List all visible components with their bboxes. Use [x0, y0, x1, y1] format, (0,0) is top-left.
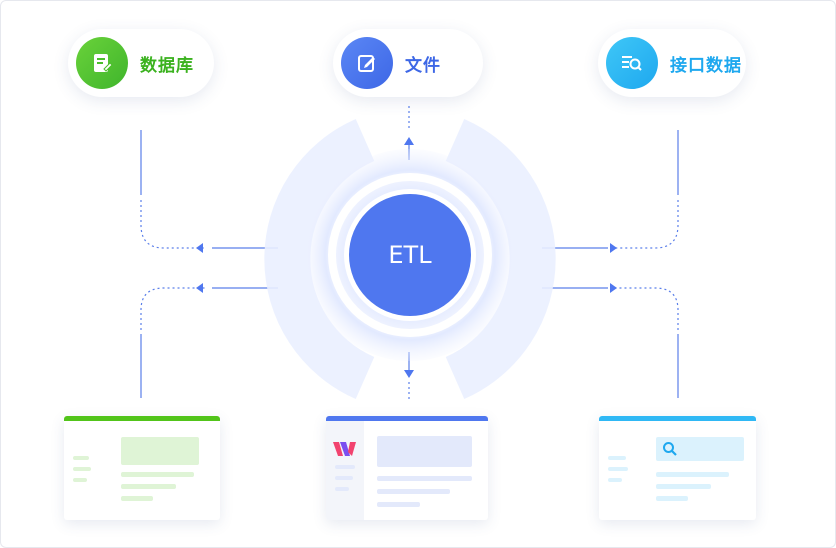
- etl-hub: ETL: [349, 194, 471, 316]
- target-card-cyan[interactable]: [599, 416, 756, 520]
- source-label: 文件: [405, 55, 441, 75]
- card-line: [608, 478, 622, 482]
- target-card-green[interactable]: [64, 416, 220, 520]
- card-line: [377, 476, 472, 481]
- card-line: [656, 472, 729, 477]
- card-header-bar: [326, 416, 488, 421]
- card-line: [121, 472, 194, 477]
- card-line: [608, 456, 626, 460]
- card-header-bar: [64, 416, 220, 421]
- source-label: 数据库: [140, 55, 194, 75]
- card-line: [335, 487, 349, 491]
- source-label: 接口数据: [670, 55, 742, 75]
- etl-label: ETL: [388, 241, 432, 269]
- card-block: [377, 436, 472, 467]
- card-search-block: [656, 437, 744, 461]
- card-line: [377, 502, 420, 507]
- card-block: [121, 437, 199, 465]
- card-line: [73, 456, 89, 460]
- card-sidebar: [326, 421, 364, 520]
- source-database[interactable]: 数据库: [68, 29, 214, 97]
- card-line: [608, 467, 628, 471]
- search-icon: [663, 442, 677, 456]
- card-line: [335, 476, 353, 480]
- card-line: [73, 467, 91, 471]
- source-file[interactable]: 文件: [333, 29, 483, 97]
- source-api[interactable]: 接口数据: [598, 29, 746, 97]
- brand-logo-icon: [333, 442, 356, 456]
- card-header-bar: [599, 416, 756, 421]
- card-line: [656, 484, 711, 489]
- card-line: [656, 496, 688, 501]
- file-edit-icon: [341, 37, 393, 89]
- database-doc-icon: [76, 37, 128, 89]
- api-search-icon: [606, 37, 658, 89]
- card-line: [121, 484, 176, 489]
- card-line: [335, 465, 355, 469]
- card-line: [73, 478, 87, 482]
- target-card-blue[interactable]: [326, 416, 488, 520]
- card-line: [121, 496, 153, 501]
- card-line: [377, 489, 450, 494]
